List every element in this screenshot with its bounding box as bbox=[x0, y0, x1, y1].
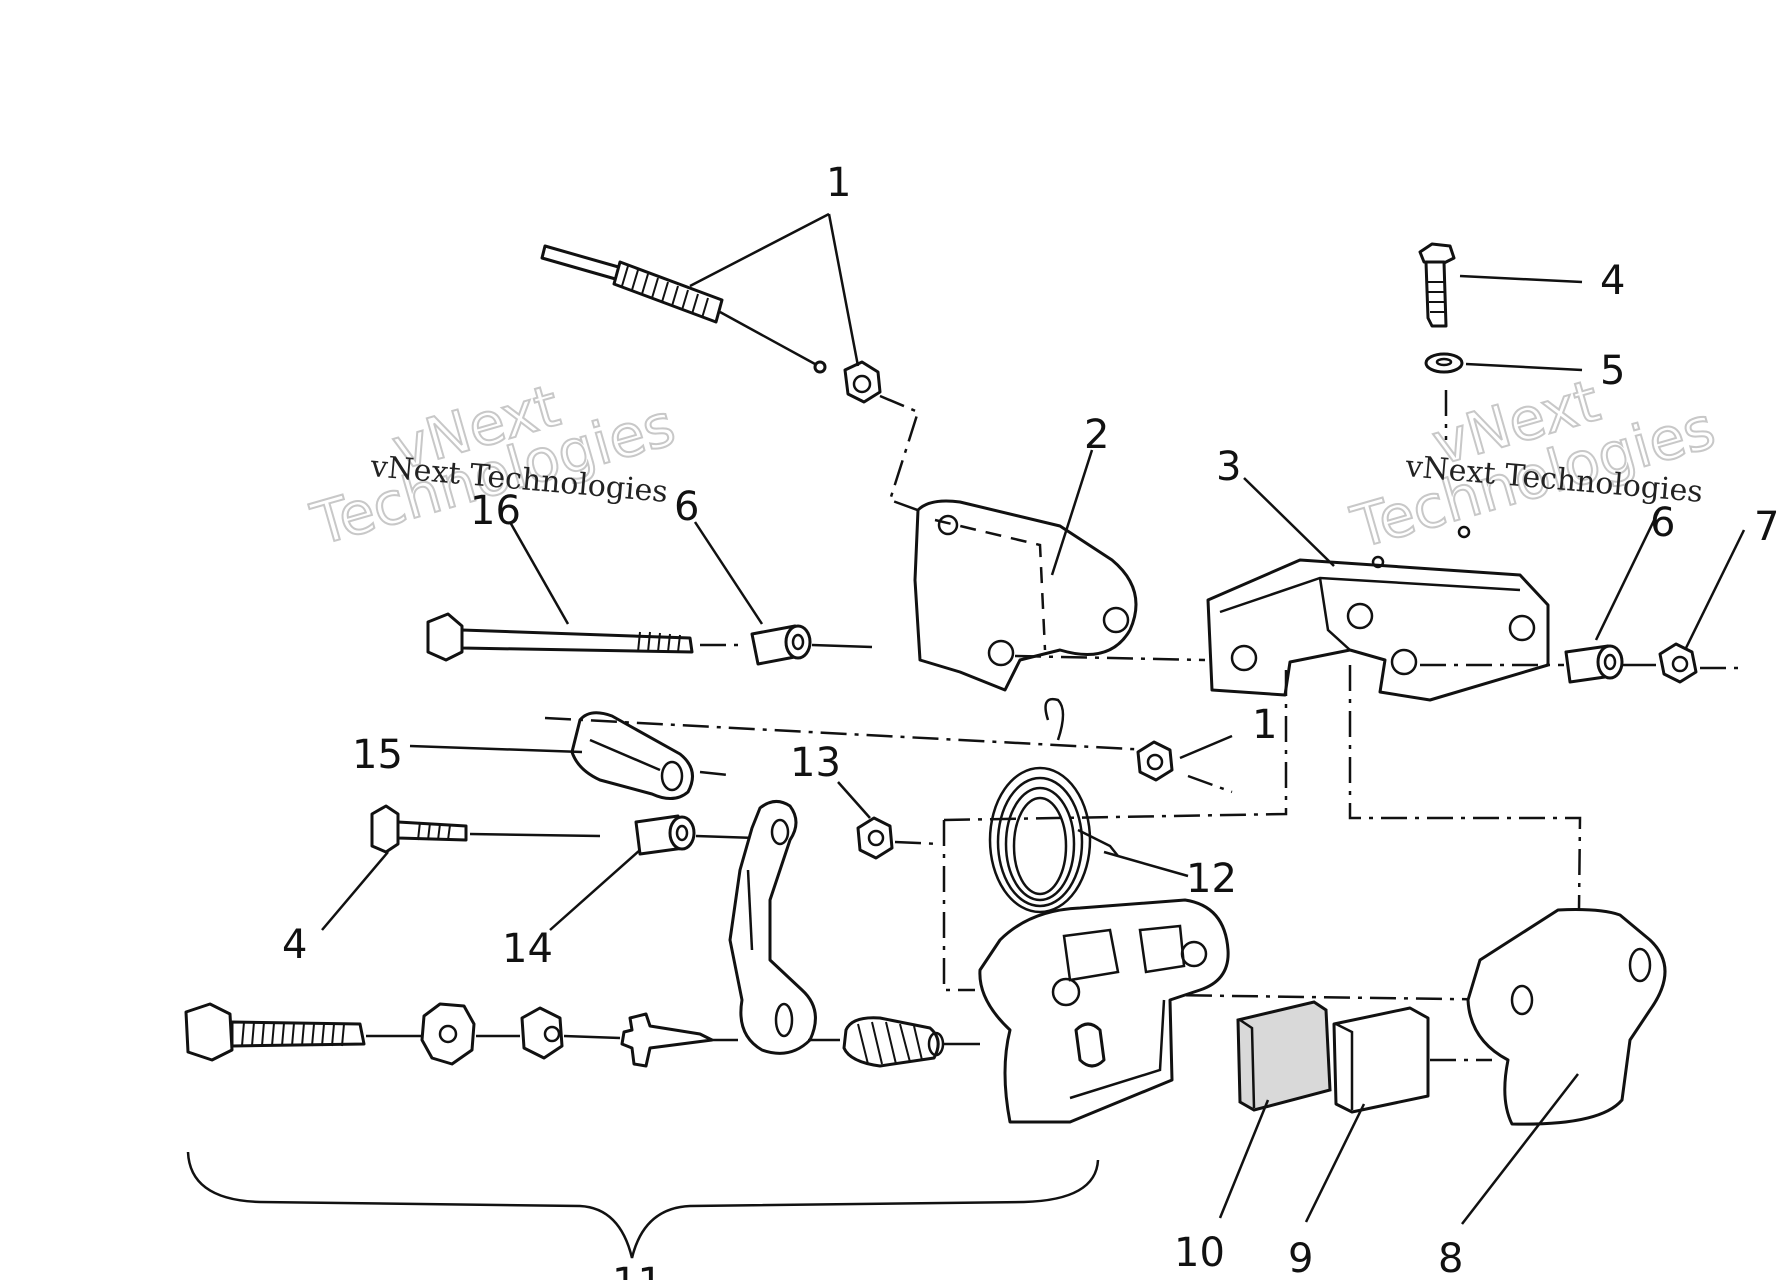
part-7-nut bbox=[1658, 642, 1698, 684]
callout-10: 10 bbox=[1174, 1230, 1225, 1276]
brace-11 bbox=[186, 1151, 1100, 1259]
callout-12: 12 bbox=[1186, 856, 1237, 902]
callout-9: 9 bbox=[1288, 1236, 1313, 1280]
callout-5: 5 bbox=[1600, 348, 1625, 394]
part-11-star-washer bbox=[620, 1012, 714, 1068]
caliper-body bbox=[978, 898, 1230, 1124]
part-5-washer bbox=[1424, 352, 1464, 374]
part-13-nut bbox=[856, 816, 894, 860]
callout-6-left: 6 bbox=[674, 484, 699, 530]
part-1-nut-top bbox=[843, 360, 882, 404]
part-11-adjuster bbox=[420, 1002, 476, 1066]
callout-14: 14 bbox=[502, 926, 553, 972]
callout-1-mid: 1 bbox=[1252, 702, 1277, 748]
part-12-spring bbox=[988, 697, 1119, 914]
part-14-spacer bbox=[634, 814, 696, 856]
part-11-lever bbox=[728, 800, 817, 1055]
part-1-nut-mid bbox=[1136, 740, 1174, 782]
callout-1-top: 1 bbox=[826, 160, 851, 206]
callout-8: 8 bbox=[1438, 1236, 1463, 1280]
callout-4-right: 4 bbox=[1600, 258, 1625, 304]
part-11-long-bolt bbox=[184, 1002, 366, 1062]
part-8-plate bbox=[1466, 908, 1667, 1126]
part-4-bolt-left bbox=[370, 804, 468, 854]
part-1-cable bbox=[540, 244, 827, 374]
callouts: 1 2 3 4 5 6 7 16 6 1 15 13 12 4 14 10 9 … bbox=[282, 160, 1779, 1280]
part-6-spacer-right bbox=[1564, 644, 1624, 684]
part-4-bolt-right bbox=[1418, 242, 1456, 328]
callout-13: 13 bbox=[790, 740, 841, 786]
part-15-clamp bbox=[570, 711, 694, 800]
callout-4-left: 4 bbox=[282, 922, 307, 968]
callout-6-right: 6 bbox=[1650, 500, 1675, 546]
callout-11: 11 bbox=[612, 1260, 663, 1280]
leader-lines bbox=[321, 274, 1746, 1225]
part-16-bolt bbox=[426, 612, 694, 662]
part-6-spacer-left bbox=[750, 624, 812, 666]
callout-2: 2 bbox=[1084, 412, 1109, 458]
callout-7: 7 bbox=[1754, 504, 1779, 550]
part-10-pad bbox=[1236, 1000, 1332, 1112]
callout-15: 15 bbox=[352, 732, 403, 778]
part-2-bracket bbox=[913, 499, 1138, 692]
callout-16: 16 bbox=[470, 488, 521, 534]
part-11-worm-gear bbox=[842, 1016, 945, 1068]
part-9-pad bbox=[1332, 1006, 1430, 1114]
part-11-nut bbox=[520, 1006, 564, 1060]
callout-3: 3 bbox=[1216, 444, 1241, 490]
